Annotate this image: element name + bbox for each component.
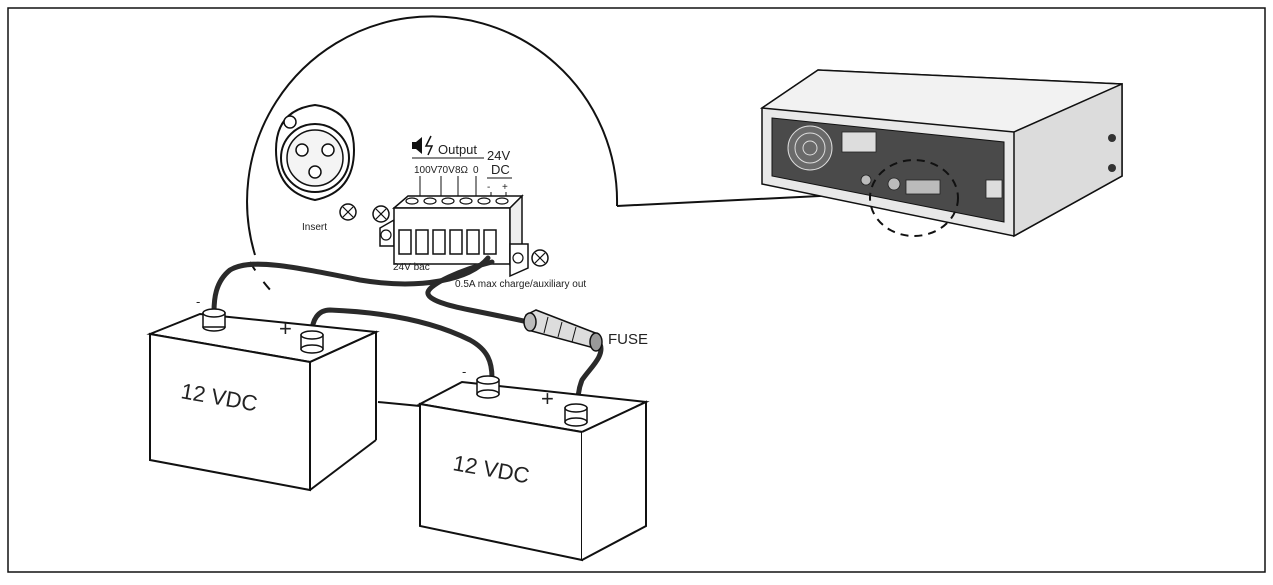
dc-title-line2: DC bbox=[491, 162, 510, 177]
battery-left-minus-label: - bbox=[196, 294, 200, 309]
tap-label-8ohm: 8Ω bbox=[455, 165, 469, 176]
lightning-icon bbox=[424, 135, 434, 156]
zoom-highlight bbox=[869, 159, 959, 237]
fan-icon bbox=[787, 125, 833, 171]
battery-right-plus-label: + bbox=[541, 386, 554, 411]
dc-plus-label: + bbox=[502, 182, 508, 193]
dc-title-line1: 24V bbox=[487, 148, 510, 163]
output-label: Output bbox=[438, 142, 477, 157]
amplifier-device bbox=[759, 69, 1123, 238]
insert-label: Insert bbox=[302, 222, 327, 233]
rating-label bbox=[841, 131, 877, 153]
battery-left: - + 12 VDC bbox=[146, 294, 380, 492]
tap-label-100v: 100V bbox=[414, 165, 438, 176]
battery-right-minus-label: - bbox=[462, 364, 466, 379]
tap-label-70v: 70V bbox=[437, 165, 455, 176]
battery-link-line bbox=[377, 401, 421, 407]
power-inlet bbox=[985, 179, 1003, 199]
speaker-icon bbox=[412, 137, 422, 154]
tap-label-0: 0 bbox=[473, 165, 479, 176]
battery-right: - + 12 VDC bbox=[416, 364, 650, 562]
diagram-border bbox=[7, 7, 1266, 573]
terminal-block bbox=[372, 194, 549, 278]
battery-right-minus-terminal bbox=[476, 375, 500, 399]
fuse-label: FUSE bbox=[608, 331, 648, 348]
battery-left-plus-label: + bbox=[279, 316, 292, 341]
fuse-holder bbox=[523, 309, 603, 352]
insert-connector: Insert bbox=[274, 103, 357, 233]
output-header: Output 100V 70V 8Ω 0 24V DC - + bbox=[412, 135, 512, 200]
backup-text-part-a: 24V bac bbox=[393, 262, 430, 273]
battery-left-plus-terminal bbox=[300, 330, 324, 354]
dc-minus-label: - bbox=[487, 182, 490, 193]
battery-left-minus-terminal bbox=[202, 308, 226, 332]
backup-text-part-b: 0.5A max charge/auxiliary out bbox=[455, 279, 586, 290]
battery-right-plus-terminal bbox=[564, 403, 588, 427]
